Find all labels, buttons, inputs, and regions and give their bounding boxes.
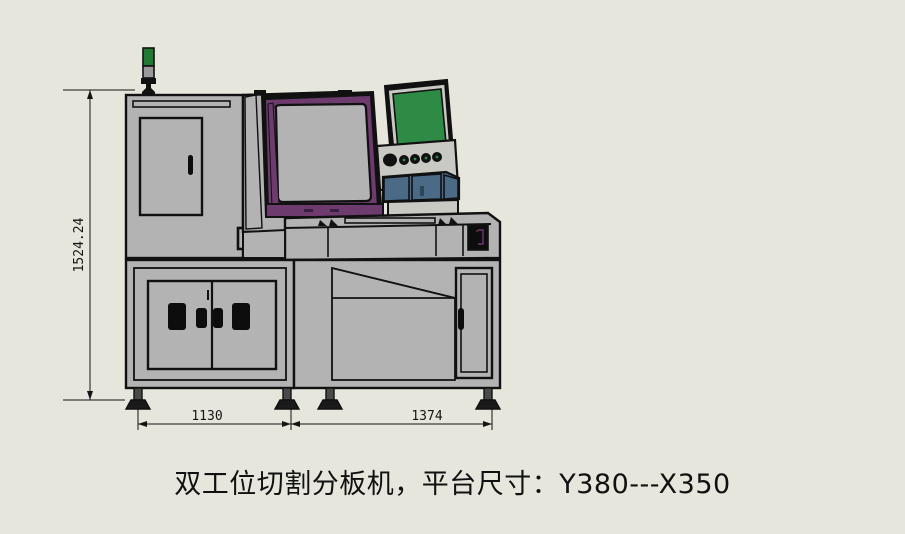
- keyboard-tray-center-panel: [411, 173, 442, 201]
- lower-left-cabinet: [124, 258, 296, 390]
- indicator-button-2-lamp: [413, 157, 417, 161]
- lower-door-latch-left[interactable]: [196, 308, 207, 328]
- foot-4-base: [474, 399, 502, 410]
- enclosure-top-clip-left: [254, 90, 266, 95]
- width-arrow-right: [483, 421, 492, 427]
- width-right-dimension-label: 1374: [411, 409, 442, 424]
- height-dimension-label: 1524.24: [72, 217, 87, 272]
- foot-3-stem: [325, 387, 335, 401]
- foot-1-base: [124, 399, 152, 410]
- deck-control-box[interactable]: [467, 224, 489, 251]
- indicator-button-1-lamp: [402, 158, 406, 162]
- width-arrow-mid-right: [291, 421, 300, 427]
- window-rail-mark-right: [330, 209, 339, 212]
- right-side-access-panel-inner: [460, 273, 488, 373]
- deck-guide-rail: [344, 217, 436, 224]
- deck-clamp-right: [438, 218, 447, 225]
- lower-right-door-handle[interactable]: [232, 303, 250, 330]
- signal-lamp-collar: [141, 78, 156, 84]
- height-arrow-top: [87, 90, 93, 99]
- operator-monitor: [383, 78, 455, 160]
- leveling-feet: [124, 387, 502, 410]
- window-glass-pane: [274, 102, 373, 204]
- foot-1-stem: [133, 387, 143, 401]
- purple-framed-viewing-window[interactable]: [260, 90, 385, 219]
- indicator-button-3-lamp: [424, 156, 428, 160]
- emergency-stop-button[interactable]: [383, 153, 397, 167]
- machine-assembly: [124, 47, 502, 410]
- foot-2-base: [273, 399, 301, 410]
- left-cabinet-door-handle[interactable]: [188, 155, 193, 175]
- signal-lamp-grey: [142, 65, 155, 79]
- foot-2-stem: [282, 387, 292, 401]
- monitor-screen[interactable]: [392, 88, 447, 150]
- leveling-foot-4: [474, 387, 502, 410]
- right-side-panel-handle[interactable]: [458, 308, 464, 330]
- deck-clamp-right-2: [449, 217, 458, 224]
- keyboard-tray-notch: [420, 186, 424, 196]
- foot-3-base: [316, 399, 344, 410]
- lower-left-door-handle[interactable]: [168, 303, 186, 330]
- drawing-caption: 双工位切割分板机，平台尺寸：Y380---X350: [174, 469, 731, 500]
- deck-clamp-left-2: [329, 219, 338, 226]
- keyboard-tray-left-panel: [383, 175, 410, 202]
- enclosure-side-edge: [244, 94, 263, 230]
- height-arrow-bottom: [87, 391, 93, 400]
- foot-4-stem: [483, 387, 493, 401]
- deck-clamp-left: [318, 220, 327, 226]
- keyboard-tray-right-panel: [443, 173, 459, 200]
- width-arrow-left: [138, 421, 147, 427]
- indicator-button-4-lamp: [435, 155, 439, 159]
- width-left-dimension-label: 1130: [191, 409, 222, 424]
- lower-right-base: [292, 258, 502, 390]
- window-rail-mark-left: [304, 209, 313, 212]
- work-deck-top-edge: [284, 223, 492, 229]
- width-arrow-mid-left: [282, 421, 291, 427]
- signal-tower-light: [141, 47, 156, 95]
- lower-right-recess-diagonal: [331, 267, 456, 299]
- signal-lamp-green: [142, 47, 155, 67]
- deck-control-box-led: [476, 230, 478, 232]
- deck-control-box-indicator: [478, 229, 484, 245]
- keyboard-tray[interactable]: [381, 170, 461, 221]
- left-cabinet-top-vent: [132, 100, 231, 108]
- leveling-foot-2: [273, 387, 301, 410]
- machine-work-deck: [242, 211, 502, 262]
- indicator-buttons[interactable]: [399, 152, 442, 165]
- signal-tower-mount: [142, 84, 155, 95]
- left-upper-cabinet: [124, 93, 285, 260]
- leveling-foot-3: [316, 387, 344, 410]
- leveling-foot-1: [124, 387, 152, 410]
- lower-door-latch-right[interactable]: [213, 308, 223, 328]
- work-deck-left-extension: [242, 228, 286, 259]
